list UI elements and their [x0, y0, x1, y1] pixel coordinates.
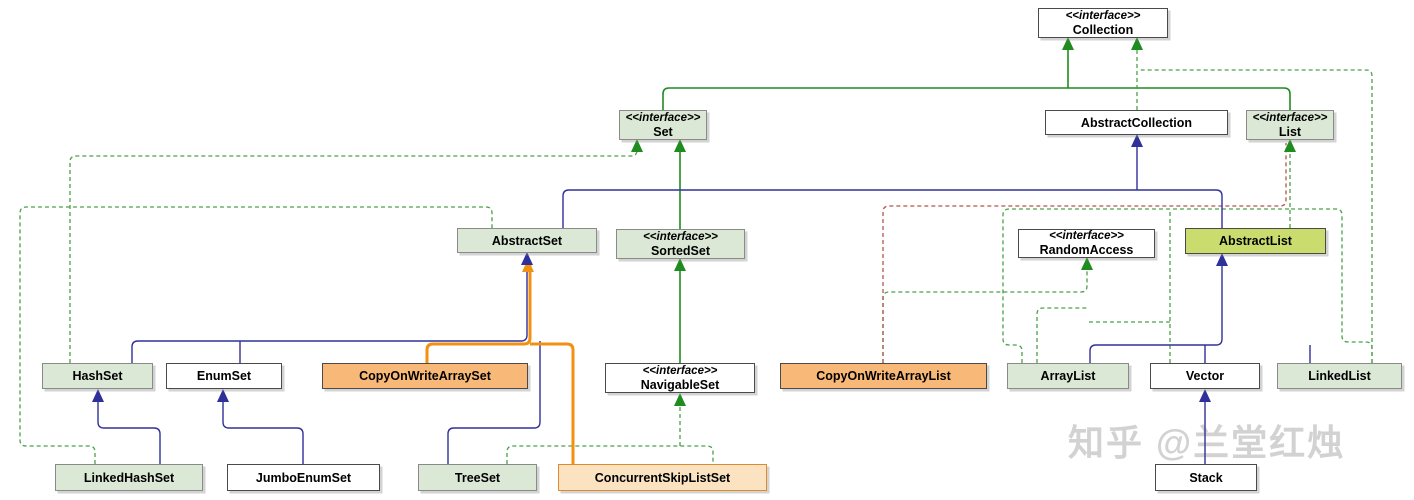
edge-linkedhashset-dashed-to-abstractset [19, 206, 493, 464]
arrow-abstractcollection [1131, 134, 1143, 147]
edge-set-and-list-extend-collection-bus [662, 87, 1291, 110]
arrow-sortedset [674, 258, 686, 271]
edge-arraylist-implements-list [1002, 208, 1290, 363]
edge-copyonwritearraylist-implements-randomaccess [882, 261, 1088, 363]
arrow-navigableset [674, 393, 686, 406]
edge-linkedlist-implements-list [1290, 208, 1373, 363]
arrow-abstractset-navy [521, 252, 533, 265]
edge-linkedhashset-extends-hashset [97, 393, 161, 464]
arrow-randomaccess [1081, 257, 1093, 270]
arrow-enumset [217, 389, 229, 402]
edge-concurrentskiplistset-extends-abstractset [530, 342, 575, 464]
arrow-hashset [92, 389, 104, 402]
edge-treeset-extends-abstractset [447, 341, 541, 464]
edge-linkedlist-dashed-to-collection [1140, 69, 1373, 363]
arrow-abstractset-orange [522, 259, 534, 272]
edge-jumboenumset-extends-enumset [222, 393, 304, 464]
edge-abstract-classes-extend-abstractcollection-bus [562, 189, 1223, 228]
arrow-vector [1199, 389, 1211, 402]
arrow-abstractlist [1216, 253, 1228, 266]
edge-copyonwritearrayset-extends-abstractset [425, 262, 532, 363]
arrow-set-left [631, 139, 643, 152]
arrow-set-right [674, 139, 686, 152]
edge-list-classes-extend-abstractlist-bus [1089, 257, 1223, 363]
edge-arraylist-implements-randomaccess [1036, 307, 1087, 363]
edge-treeset-implements-navigableset [506, 445, 714, 464]
arrow-collection-right [1131, 37, 1143, 50]
arrow-collection-left [1062, 37, 1074, 50]
arrow-list [1284, 139, 1296, 152]
edge-hashset-extends-abstractset [131, 257, 528, 363]
edge-copyonwritearraylist-implements-list [882, 143, 1287, 363]
edge-hashset-implements-set [69, 143, 638, 363]
